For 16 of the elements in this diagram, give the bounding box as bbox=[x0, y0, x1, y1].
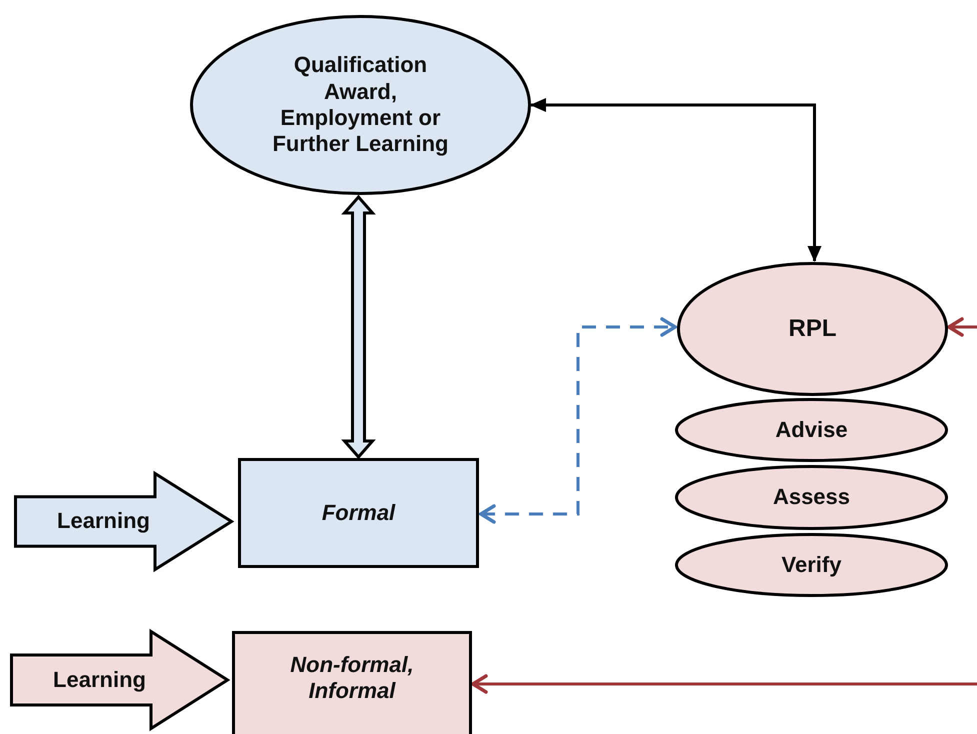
node-label: Qualification Award, Employment or Further Learning bbox=[271, 52, 450, 158]
arrow bbox=[947, 317, 977, 337]
node-label: Formal bbox=[322, 500, 396, 526]
node-label: Learning bbox=[53, 666, 146, 694]
node-label: Advise bbox=[775, 416, 848, 444]
node-label: Assess bbox=[772, 484, 850, 511]
double-arrow bbox=[341, 194, 376, 460]
node-label: Learning bbox=[57, 508, 150, 535]
arrow bbox=[479, 317, 677, 524]
process-box bbox=[238, 458, 479, 568]
arrow bbox=[471, 674, 977, 694]
arrow bbox=[530, 98, 822, 262]
node-label: Non-formal, Informal bbox=[289, 652, 415, 704]
node-label: Verify bbox=[782, 552, 842, 578]
node-label: RPL bbox=[788, 314, 836, 344]
process-box bbox=[232, 631, 472, 734]
